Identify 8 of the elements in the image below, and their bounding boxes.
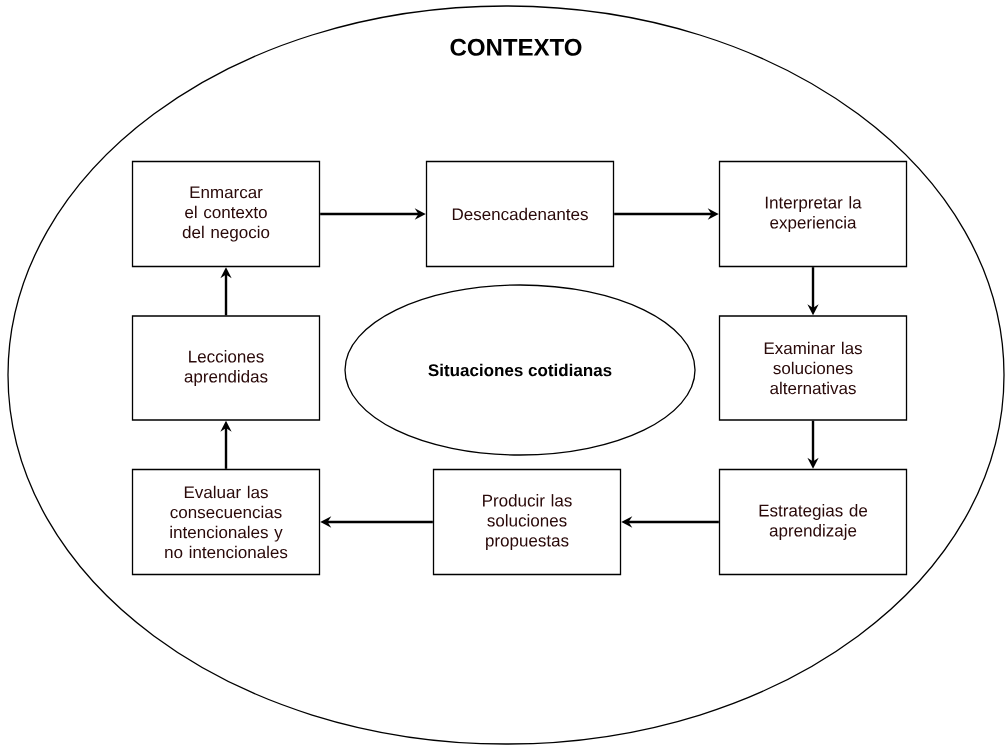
process-box: Evaluar las consecuencias intencionales y no intencionales xyxy=(131,468,321,576)
process-box: Enmarcar el contexto del negocio xyxy=(131,160,321,268)
process-box: Interpretar la experiencia xyxy=(718,160,908,268)
process-box: Producir las soluciones propuestas xyxy=(432,468,622,576)
process-box: Desencadenantes xyxy=(425,160,615,268)
process-box: Examinar las soluciones alternativas xyxy=(718,315,908,421)
process-box: Estrategias de aprendizaje xyxy=(718,468,908,576)
process-box: Lecciones aprendidas xyxy=(131,315,321,421)
